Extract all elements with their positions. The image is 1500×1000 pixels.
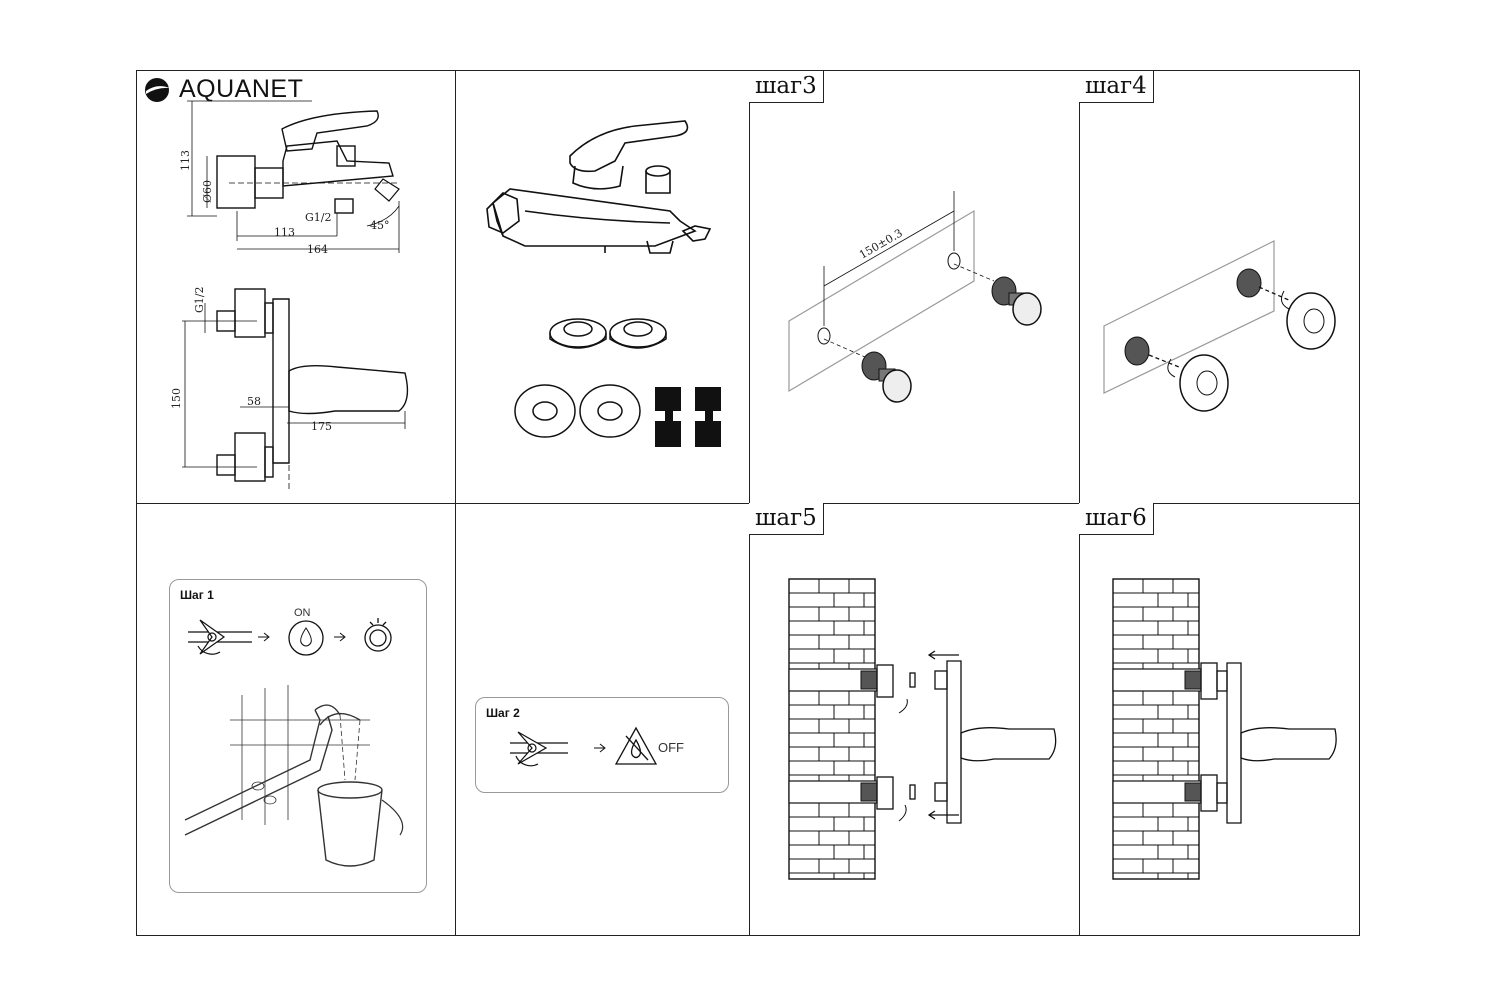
brick-wall	[788, 578, 876, 880]
step4-cell: шаг4	[1079, 71, 1361, 503]
adapter-upper	[1184, 670, 1202, 690]
cover-ring-left	[1179, 354, 1229, 412]
dim-handle-offset: 58	[247, 395, 261, 408]
flushing-illustration	[184, 685, 404, 867]
brand: AQUANET	[143, 75, 303, 104]
dim-length-a: 113	[274, 226, 295, 239]
step3-label: шаг3	[749, 71, 824, 103]
product-drawing	[486, 120, 721, 447]
valve-close-icon	[510, 731, 568, 767]
adapter-lower	[1184, 782, 1202, 802]
brand-name: AQUANET	[179, 75, 304, 103]
step2-drawing: OFF	[510, 726, 684, 767]
step4-drawing	[1103, 240, 1336, 412]
step6-drawing	[1112, 578, 1337, 880]
dim-total-length: 175	[311, 420, 332, 433]
off-label: OFF	[658, 740, 684, 755]
lever-handle	[281, 110, 379, 152]
step3-drawing: 150±0.3	[788, 191, 1042, 403]
cover-rings	[514, 384, 641, 438]
step6-label: шаг6	[1079, 503, 1154, 535]
cover-ring-right	[1286, 292, 1336, 350]
arrow-icon	[334, 632, 346, 642]
wall-plate	[1103, 240, 1275, 394]
arrow-icon	[594, 743, 606, 753]
step1-panel: Шаг 1 ON	[169, 579, 427, 893]
step1-drawing: ON	[184, 607, 404, 867]
mixer-body	[946, 660, 962, 824]
mixer-lever	[1240, 727, 1337, 762]
instruction-sheet: AQUANET	[136, 70, 1360, 936]
dim-thread-front: G1/2	[193, 287, 206, 314]
dimensions-cell: AQUANET	[137, 71, 455, 503]
lever-front	[288, 364, 409, 415]
adapter-upper	[860, 670, 878, 690]
wall-flange	[216, 155, 256, 209]
adapter-upper	[991, 276, 1042, 326]
step5-label: шаг5	[749, 503, 824, 535]
step1-title: Шаг 1	[180, 588, 214, 602]
step2-title: Шаг 2	[486, 706, 520, 720]
wall-plate	[788, 209, 975, 393]
step5-cell: шаг5	[749, 503, 1079, 937]
valve-open-icon	[188, 619, 252, 655]
adapter-left	[1124, 336, 1150, 366]
step3-cell: шаг3 150±0.3	[749, 71, 1079, 503]
faucet-lever	[569, 120, 689, 173]
adapter-right	[1236, 268, 1262, 298]
spout-body	[282, 140, 394, 187]
timer-icon	[364, 618, 392, 652]
dim-height-top: 113	[179, 150, 192, 171]
dim-length-b: 164	[307, 243, 328, 256]
water-on-icon: ON	[288, 607, 324, 656]
step4-label: шаг4	[1079, 71, 1154, 103]
adapter-lower	[861, 351, 912, 403]
dim-centers: 150	[170, 388, 183, 409]
dim-diameter: Ø60	[201, 180, 214, 203]
arrow-icon	[258, 632, 270, 642]
faucet-illustration	[486, 120, 712, 254]
brick-wall	[1112, 578, 1200, 880]
step6-cell: шаг6	[1079, 503, 1361, 937]
step2-panel: Шаг 2 OFF	[475, 697, 729, 793]
grid-divider	[137, 503, 1359, 504]
step2-cell: Шаг 2 OFF	[455, 503, 749, 937]
eccentric-adapters	[655, 387, 721, 447]
on-label: ON	[294, 607, 311, 619]
dim-thread: G1/2	[305, 211, 332, 224]
adapter-lower	[860, 782, 878, 802]
aquanet-logo-icon	[145, 77, 170, 102]
mixer-body	[272, 298, 290, 464]
dimension-drawing: 113 Ø60 G1/2 45° 113 164	[170, 100, 409, 491]
step5-drawing	[788, 578, 1057, 880]
mixer-lever	[960, 727, 1057, 762]
parts-cell	[455, 71, 749, 503]
step1-cell: Шаг 1 ON	[137, 503, 455, 937]
mixer-body	[1226, 662, 1242, 824]
dim-angle: 45°	[370, 219, 390, 232]
water-off-icon	[614, 726, 658, 765]
washers	[549, 318, 667, 349]
